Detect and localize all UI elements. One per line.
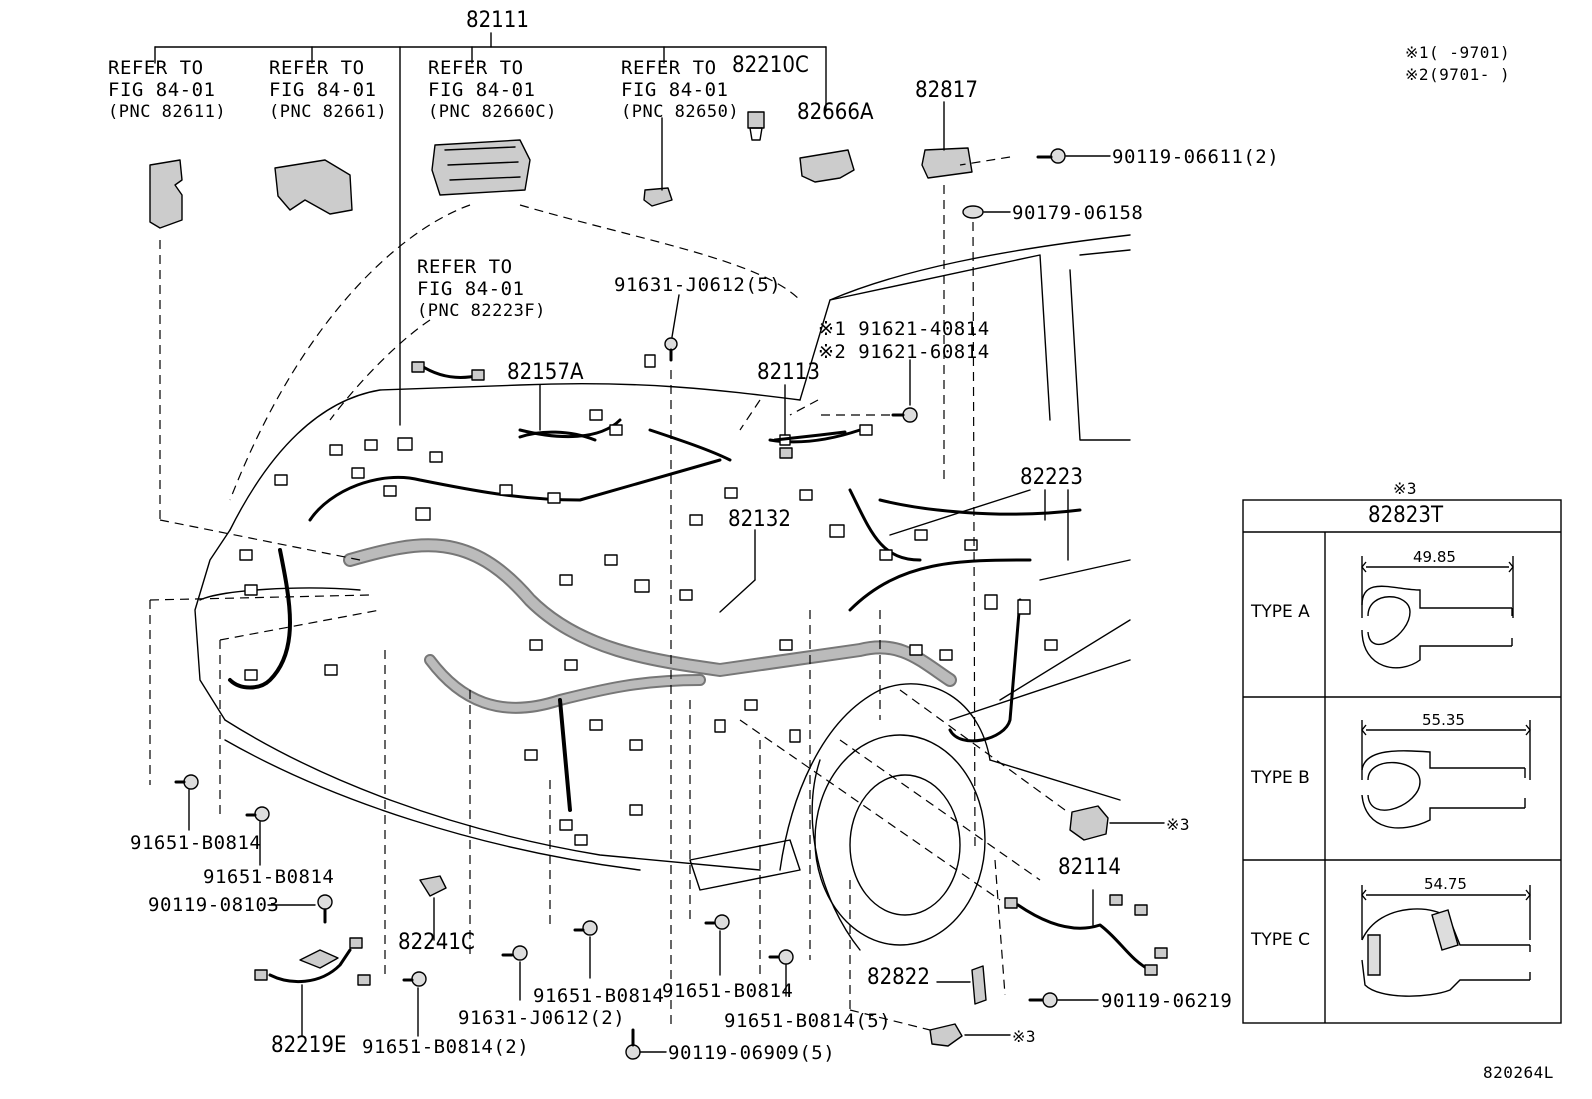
part-82666A-icon [799,149,855,183]
refer-line-2: FIG 84-01 [417,278,525,300]
bolt-90119-06219-icon [1028,992,1099,1008]
bolt-91651-B0814-b-icon [245,806,270,866]
part-82157A-icon [518,384,597,442]
clip-type-c-drawing [1361,885,1531,997]
nut-90179-06158-icon [962,205,1011,219]
group-bracket-82111 [154,32,827,426]
part-82660C-icon [431,139,531,196]
part-82823T-b-icon [929,1023,1011,1047]
refer-line-1: REFER TO [621,57,717,79]
part-label-91651-B0814-a: 91651-B0814 [130,832,262,854]
part-label-82157A: 82157A [507,360,584,385]
part-82210C-icon [747,111,765,141]
part-82817-icon [921,101,973,179]
refer-pnc: (PNC 82223F) [417,301,546,321]
part-label-90119-06219: 90119-06219 [1101,990,1233,1012]
part-label-91621-60814: ※2 91621-60814 [818,341,990,363]
bolt-90119-06909-icon [625,1028,667,1060]
part-label-82210C: 82210C [732,53,809,78]
refer-pnc: (PNC 82650) [621,102,740,122]
part-label-82817: 82817 [915,78,978,103]
bolt-91651-B0814-5-icon [768,949,794,997]
part-label-82219E: 82219E [271,1033,347,1058]
group-label-82111: 82111 [466,8,529,33]
refer-line-2: FIG 84-01 [269,79,377,101]
refer-line-1: REFER TO [108,57,204,79]
part-label-90119-08103: 90119-08103 [148,894,280,916]
ref-note-3: ※3 [1012,1027,1037,1046]
inset-title: 82823T [1368,503,1444,528]
type-a-label: TYPE A [1251,602,1310,622]
refer-pnc: (PNC 82661) [269,102,388,122]
type-a-dimension: 49.85 [1413,548,1456,566]
part-label-82241C: 82241C [398,930,475,955]
part-label-82113: 82113 [757,360,820,385]
clip-91631-J0612-icon [664,294,680,362]
part-82113-icon [773,384,847,459]
note-2: ※2(9701- ) [1405,65,1511,84]
part-label-91651-B0814-d: 91651-B0814 [662,980,794,1002]
part-82241C-icon [419,875,447,941]
part-label-82223: 82223 [1020,465,1083,490]
bolt-91651-B0814-2-icon [402,971,427,1037]
part-label-90119-06611: 90119-06611(2) [1112,146,1280,168]
part-label-91631-J0612-2: 91631-J0612(2) [458,1007,626,1029]
inset-note: ※3 [1393,479,1418,498]
part-label-90179-06158: 90179-06158 [1012,202,1144,224]
part-label-82666A: 82666A [797,100,874,125]
part-label-91651-B0814-b: 91651-B0814 [203,866,335,888]
bolt-90119-08103-icon [267,894,333,924]
part-label-91651-B0814-c: 91651-B0814 [533,985,665,1007]
part-label-91631-J0612-5: 91631-J0612(5) [614,274,782,296]
refer-line-1: REFER TO [269,57,365,79]
clip-type-b-drawing [1361,720,1531,829]
refer-line-2: FIG 84-01 [108,79,216,101]
clip-type-a-drawing [1361,556,1514,669]
bolt-91651-B0814-a-icon [174,774,199,831]
connectors [239,354,1058,846]
refer-line-1: REFER TO [428,57,524,79]
part-82114-icon [1004,889,1168,976]
clip-91631-J0612-2-icon [501,945,528,1001]
inset-82823T-table [1242,499,1562,1024]
part-82822-icon [936,965,987,1005]
bolt-91651-B0814-c-icon [573,920,598,979]
ref-note-3: ※3 [1166,815,1191,834]
part-label-91651-B0814-5: 91651-B0814(5) [724,1010,892,1032]
part-82823T-a-icon [1069,805,1165,841]
main-wire-harness [228,418,1082,812]
type-c-label: TYPE C [1251,930,1311,950]
type-b-label: TYPE B [1251,768,1310,788]
refer-pnc: (PNC 82611) [108,102,227,122]
type-b-dimension: 55.35 [1422,711,1465,729]
part-82650-icon [643,117,673,207]
part-82219E-icon [254,937,371,1037]
vehicle-body-outline [194,234,1131,951]
part-label-91621-40814: ※1 91621-40814 [818,318,990,340]
part-label-82822: 82822 [867,965,930,990]
part-82661-icon [274,159,353,215]
note-1: ※1( -9701) [1405,43,1511,62]
type-c-dimension: 54.75 [1424,875,1467,893]
refer-line-2: FIG 84-01 [428,79,536,101]
part-label-82114: 82114 [1058,855,1121,880]
refer-line-2: FIG 84-01 [621,79,729,101]
part-82223F-icon [411,361,485,381]
bolt-91651-B0814-d-icon [704,914,730,976]
leader-82223 [889,489,1069,561]
figure-id: 820264L [1483,1063,1554,1082]
part-label-82132: 82132 [728,507,791,532]
part-label-90119-06909: 90119-06909(5) [668,1042,836,1064]
refer-line-1: REFER TO [417,256,513,278]
bolt-90119-06611-icon [1036,148,1111,164]
part-82611-icon [149,159,183,229]
leader-82132 [719,529,756,613]
bolt-91621-icon [891,359,918,423]
part-label-91651-B0814-2: 91651-B0814(2) [362,1036,530,1058]
refer-pnc: (PNC 82660C) [428,102,557,122]
